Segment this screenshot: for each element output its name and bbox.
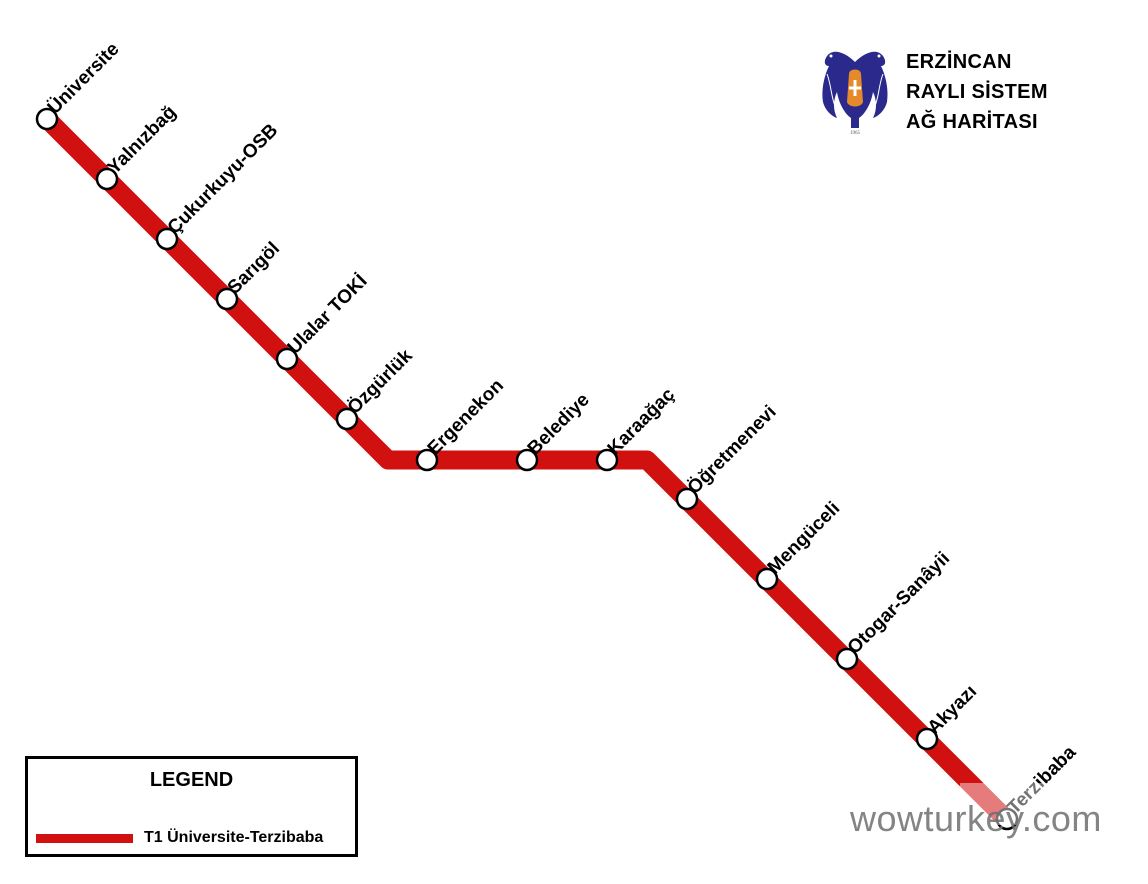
station-circle-icon[interactable]: [835, 647, 859, 671]
station-circle-icon[interactable]: [995, 807, 1019, 831]
station-marker[interactable]: Akyazı: [915, 681, 981, 751]
station-marker[interactable]: Üniversite: [35, 39, 124, 131]
station-circle-icon[interactable]: [675, 487, 699, 511]
station-circle-icon[interactable]: [155, 227, 179, 251]
station-marker[interactable]: Özgürlük: [335, 345, 417, 431]
station-marker[interactable]: Mengüceli: [755, 498, 845, 591]
station-circle-icon[interactable]: [95, 167, 119, 191]
legend-item-label: T1 Üniversite-Terzibaba: [144, 829, 324, 846]
station-circle-icon[interactable]: [335, 407, 359, 431]
station-label: Üniversite: [44, 39, 124, 119]
station-label: Yalnızbağ: [104, 102, 181, 179]
station-label: Akyazı: [924, 681, 981, 738]
station-marker[interactable]: Otogar-Sanâyii: [835, 548, 954, 671]
station-markers: ÜniversiteYalnızbağÇukurkuyu-OSBSarıgölU…: [35, 39, 1081, 831]
station-label: Otogar-Sanâyii: [844, 548, 954, 658]
station-label: Karaağaç: [604, 384, 680, 460]
station-label: Sarıgöl: [224, 238, 284, 298]
station-label: Mengüceli: [764, 498, 845, 579]
station-label: Öğretmenevi: [684, 402, 781, 499]
erzincan-emblem-icon: 1965: [815, 44, 895, 136]
station-circle-icon[interactable]: [35, 107, 59, 131]
station-marker[interactable]: Çukurkuyu-OSB: [155, 120, 283, 251]
title-line-3: AĞ HARİTASI: [906, 111, 1038, 133]
station-marker[interactable]: Sarıgöl: [215, 238, 284, 311]
station-circle-icon[interactable]: [275, 347, 299, 371]
station-marker[interactable]: Öğretmenevi: [675, 402, 781, 511]
station-label: Belediye: [524, 389, 594, 459]
station-circle-icon[interactable]: [515, 448, 539, 472]
map-title: ERZİNCAN RAYLI SİSTEM AĞ HARİTASI: [906, 47, 1048, 137]
title-line-1: ERZİNCAN: [906, 51, 1012, 73]
station-marker[interactable]: Ulalar TOKİ: [275, 271, 372, 371]
title-line-2: RAYLI SİSTEM: [906, 81, 1048, 103]
station-label: Özgürlük: [344, 345, 417, 418]
station-circle-icon[interactable]: [415, 448, 439, 472]
station-label: Çukurkuyu-OSB: [164, 120, 283, 239]
watermark-fade: [960, 783, 1070, 825]
legend-title: LEGEND: [149, 769, 234, 791]
legend-box: LEGEND T1 Üniversite-Terzibaba: [25, 756, 358, 857]
svg-text:1965: 1965: [850, 131, 861, 134]
legend-line-swatch: [36, 833, 133, 843]
station-label: Ergenekon: [424, 375, 508, 459]
station-marker[interactable]: Yalnızbağ: [95, 102, 181, 191]
watermark-text: wowturkey.com: [850, 798, 1102, 839]
station-circle-icon[interactable]: [595, 448, 619, 472]
legend-item-t1: T1 Üniversite-Terzibaba: [36, 829, 323, 847]
station-circle-icon[interactable]: [215, 287, 239, 311]
station-label: Ulalar TOKİ: [284, 271, 372, 359]
station-circle-icon[interactable]: [915, 727, 939, 751]
station-circle-icon[interactable]: [755, 567, 779, 591]
